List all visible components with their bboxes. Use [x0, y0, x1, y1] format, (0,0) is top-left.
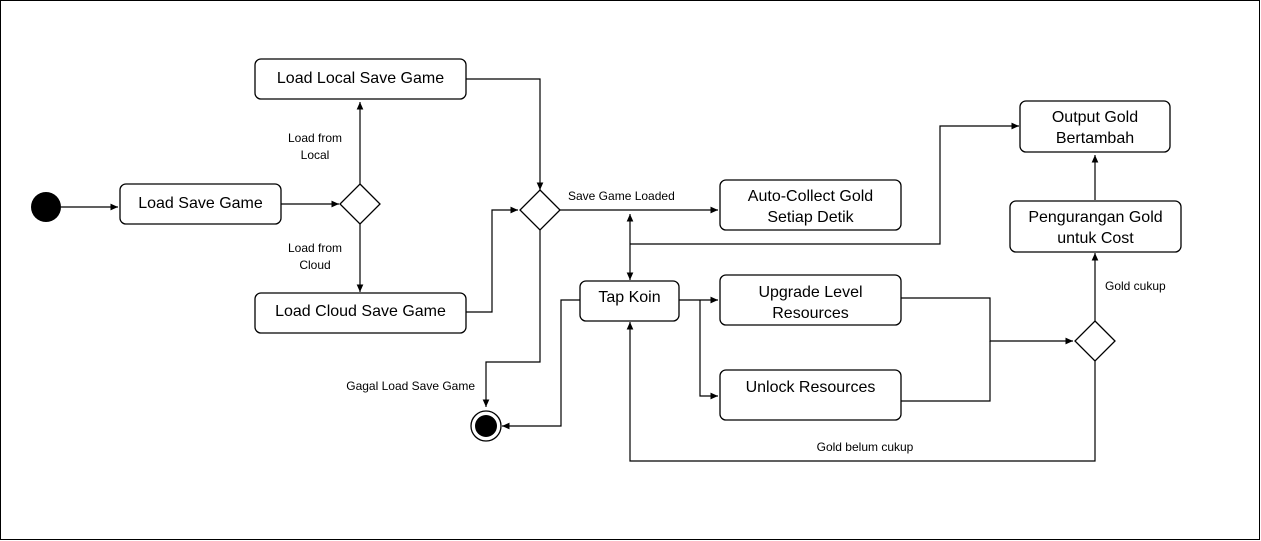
node-upgrade-line1: Upgrade Level: [758, 284, 862, 301]
node-tap-koin: [579, 280, 680, 322]
edge-to-output-gold: [630, 122, 1019, 245]
label-load-from-local-2: Local: [301, 148, 330, 162]
edge-unlock-to-check: [900, 341, 991, 402]
node-output-gold: [1019, 100, 1171, 153]
edge-check-to-tap-koin: [626, 322, 1096, 462]
node-load-local-label: Load Local Save Game: [277, 70, 444, 87]
edge-merge-to-end: [482, 230, 541, 407]
edge-tap-to-unlock: [699, 300, 718, 400]
node-auto-collect-line2: Setiap Detik: [767, 209, 854, 226]
node-unlock-label: Unlock Resources: [746, 379, 876, 396]
node-tap-koin-label: Tap Koin: [598, 289, 660, 306]
node-pengurangan-gold: [1009, 200, 1182, 253]
node-load-cloud-save-game: [254, 292, 467, 334]
node-auto-collect-gold: [719, 179, 902, 231]
node-load-local-save-game: [254, 58, 467, 100]
node-load-save-game: [119, 183, 282, 225]
node-auto-collect-line1: Auto-Collect Gold: [748, 188, 873, 205]
label-load-from-local-1: Load from: [288, 131, 342, 145]
node-pengurangan-line1: Pengurangan Gold: [1028, 209, 1162, 226]
node-load-save-game-label: Load Save Game: [138, 195, 263, 212]
node-output-line1: Output Gold: [1052, 109, 1138, 126]
edge-local-to-merge: [466, 78, 544, 190]
label-gagal-load: Gagal Load Save Game: [346, 379, 475, 393]
label-load-from-cloud-2: Cloud: [299, 258, 330, 272]
label-gold-belum-cukup: Gold belum cukup: [817, 440, 914, 454]
merge-save-loaded: [519, 189, 561, 231]
label-gold-cukup: Gold cukup: [1105, 279, 1166, 293]
node-output-line2: Bertambah: [1056, 130, 1134, 147]
edge-cloud-to-merge: [466, 206, 518, 313]
label-load-from-cloud-1: Load from: [288, 241, 342, 255]
node-upgrade-line2: Resources: [772, 305, 848, 322]
label-save-game-loaded: Save Game Loaded: [568, 189, 675, 203]
initial-node: [31, 192, 61, 222]
decision-gold-check: [1074, 320, 1116, 362]
edge-upgrade-to-check: [900, 297, 1073, 345]
node-end: [470, 410, 502, 442]
decision-load-source: [339, 183, 381, 225]
edge-tap-to-end: [502, 299, 580, 430]
node-pengurangan-line2: untuk Cost: [1057, 230, 1134, 247]
node-load-cloud-label: Load Cloud Save Game: [275, 303, 446, 320]
node-upgrade-level-resources: [719, 274, 902, 326]
node-unlock-resources: [719, 369, 902, 421]
